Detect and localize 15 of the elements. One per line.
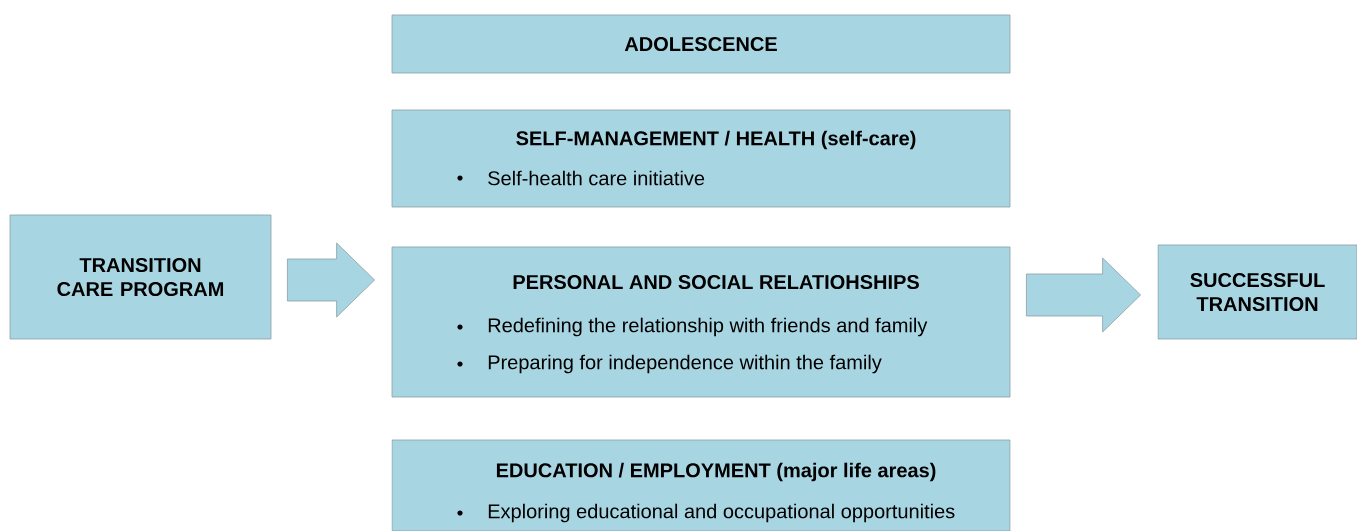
bullet-item: Redefining the relationship with friends and family [457,317,928,337]
text-box: TRANSITION CARE PROGRAM [9,214,272,340]
box-heading: EDUCATION / EMPLOYMENT (major life areas) [496,462,936,482]
bullet-item: Exploring educational and occupational opportunities [457,503,955,523]
text-box [391,109,1011,208]
block-arrow [287,242,375,318]
box-heading: SELF-MANAGEMENT / HEALTH (self-care) [516,130,916,150]
text-box [391,439,1011,531]
box-heading: PERSONAL AND SOCIAL RELATIOHSHIPS [513,274,919,290]
text-box: ADOLESCENCE [391,14,1011,74]
bullet-item: Preparing for independence within the family [457,354,882,374]
bullet-item: Self-health care initiative [457,170,705,186]
text-box [391,246,1011,398]
block-arrow [1026,257,1141,333]
text-box: SUCCESSFUL TRANSITION [1157,244,1357,340]
